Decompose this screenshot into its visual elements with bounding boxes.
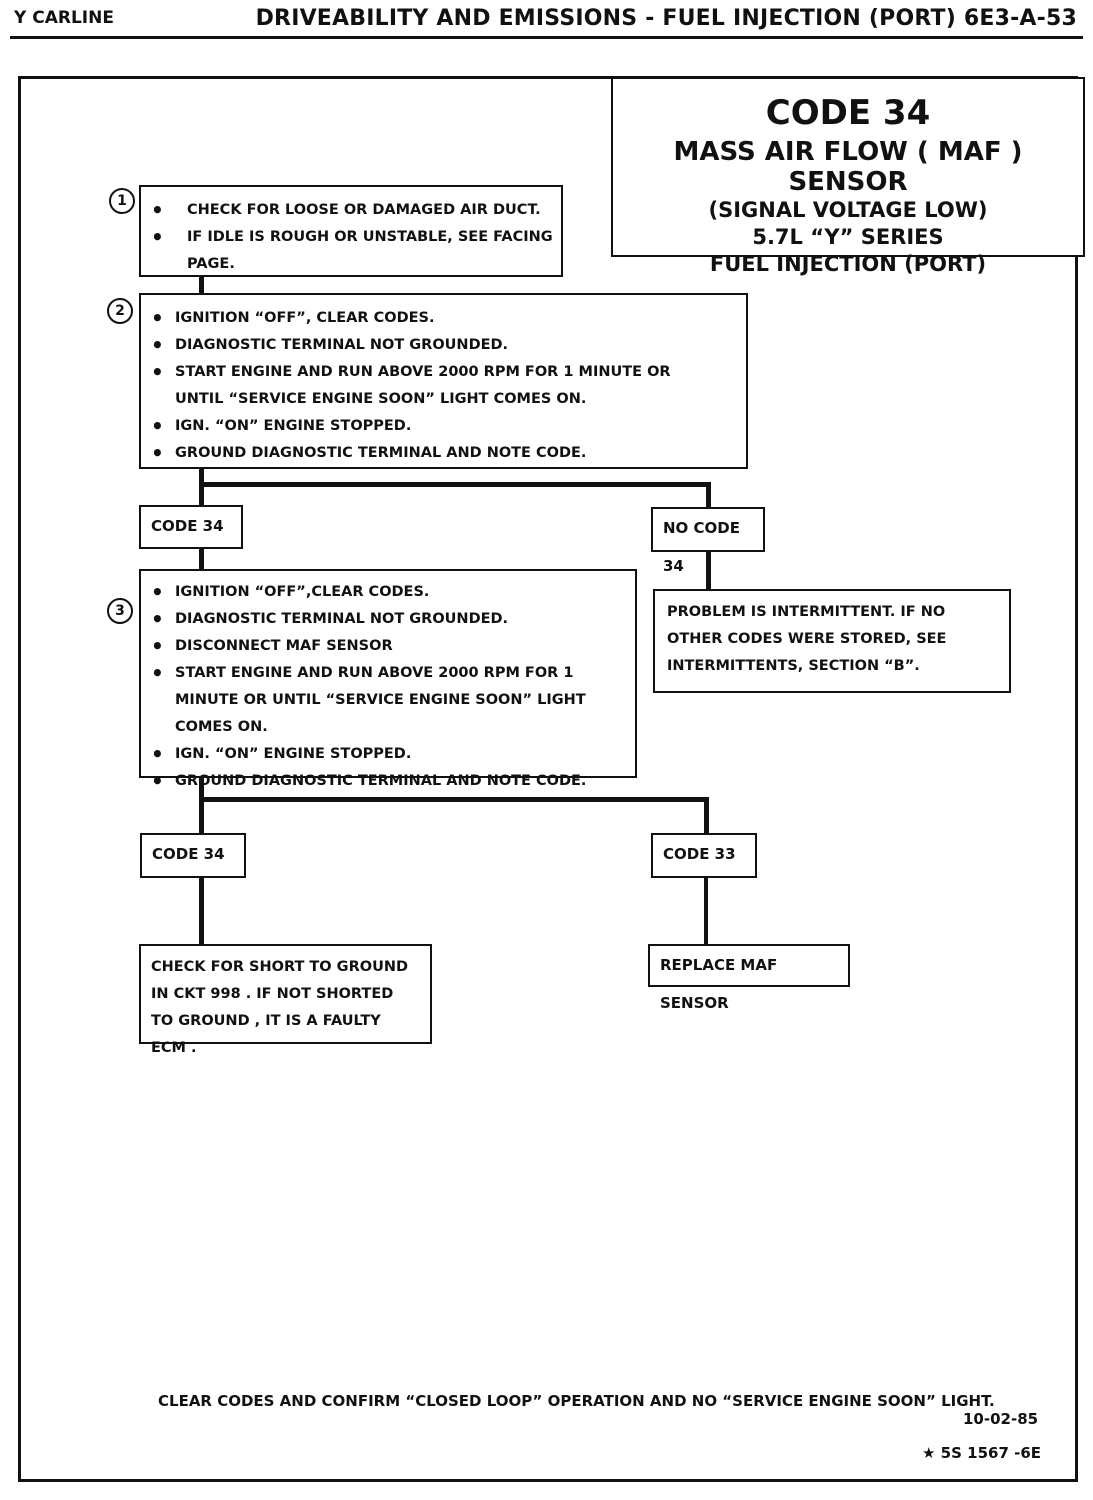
step-3-item: GROUND DIAGNOSTIC TERMINAL AND NOTE CODE… bbox=[141, 768, 635, 795]
branch1-code34-label: CODE 34 bbox=[139, 505, 243, 549]
step-1-marker: 1 bbox=[109, 188, 135, 214]
title-line2: (SIGNAL VOLTAGE LOW) bbox=[708, 198, 988, 222]
step-2-item: IGN. “ON” ENGINE STOPPED. bbox=[141, 413, 746, 440]
step-3-item: DISCONNECT MAF SENSOR bbox=[141, 633, 635, 660]
branch2-code33-label: CODE 33 bbox=[651, 833, 757, 878]
step-1-box: CHECK FOR LOOSE OR DAMAGED AIR DUCT. IF … bbox=[139, 185, 563, 277]
step-2-item: IGNITION “OFF”, CLEAR CODES. bbox=[141, 305, 746, 332]
connector-code34-step3 bbox=[199, 547, 204, 571]
branch2-replace-maf-result: REPLACE MAF SENSOR bbox=[648, 944, 850, 1012]
footer-document-number: ★ 5S 1567 -6E bbox=[922, 1444, 1042, 1462]
title-box: CODE 34 MASS AIR FLOW ( MAF ) SENSOR (SI… bbox=[611, 77, 1085, 276]
step-3-item: DIAGNOSTIC TERMINAL NOT GROUNDED. bbox=[141, 606, 635, 633]
page-frame bbox=[18, 76, 1078, 1482]
branch1-nocode34-label: NO CODE 34 bbox=[651, 507, 765, 575]
connector-1-2 bbox=[199, 276, 204, 296]
title-line4: FUEL INJECTION (PORT) bbox=[709, 252, 987, 276]
header-carline: Y CARLINE bbox=[14, 8, 114, 28]
title-line1: MASS AIR FLOW ( MAF ) SENSOR bbox=[673, 137, 1023, 197]
connector-code33-result bbox=[704, 876, 708, 946]
connector-branch2-right-down bbox=[704, 797, 709, 833]
branch2-short-to-ground-result: CHECK FOR SHORT TO GROUND IN CKT 998 . I… bbox=[139, 944, 432, 1056]
step-3-box: IGNITION “OFF”,CLEAR CODES. DIAGNOSTIC T… bbox=[139, 569, 637, 795]
header-rule bbox=[10, 36, 1083, 39]
step-2-item: START ENGINE AND RUN ABOVE 2000 RPM FOR … bbox=[141, 359, 746, 413]
branch1-intermittent-result: PROBLEM IS INTERMITTENT. IF NO OTHER COD… bbox=[653, 589, 1011, 693]
connector-branch1-right-down bbox=[706, 482, 711, 509]
footer-date: 10-02-85 bbox=[963, 1410, 1039, 1428]
connector-code34-result bbox=[199, 876, 204, 946]
step-2-item: DIAGNOSTIC TERMINAL NOT GROUNDED. bbox=[141, 332, 746, 359]
step-3-item: START ENGINE AND RUN ABOVE 2000 RPM FOR … bbox=[141, 660, 635, 741]
connector-step3-split bbox=[199, 776, 204, 836]
connector-branch2-horizontal bbox=[199, 797, 709, 802]
step-1-item: CHECK FOR LOOSE OR DAMAGED AIR DUCT. bbox=[141, 197, 561, 224]
step-2-marker: 2 bbox=[107, 298, 133, 324]
branch2-code34-label: CODE 34 bbox=[140, 833, 246, 878]
step-3-item: IGNITION “OFF”,CLEAR CODES. bbox=[141, 579, 635, 606]
step-2-item: GROUND DIAGNOSTIC TERMINAL AND NOTE CODE… bbox=[141, 440, 746, 467]
connector-nocode34-result bbox=[706, 550, 711, 591]
connector-branch1-horizontal bbox=[199, 482, 711, 487]
step-3-marker: 3 bbox=[107, 598, 133, 624]
title-line3: 5.7L “Y” SERIES bbox=[752, 225, 944, 249]
footer-note: CLEAR CODES AND CONFIRM “CLOSED LOOP” OP… bbox=[158, 1392, 995, 1410]
header-section-title: DRIVEABILITY AND EMISSIONS - FUEL INJECT… bbox=[255, 6, 1077, 31]
step-1-item: IF IDLE IS ROUGH OR UNSTABLE, SEE FACING… bbox=[141, 224, 561, 278]
step-2-box: IGNITION “OFF”, CLEAR CODES. DIAGNOSTIC … bbox=[139, 293, 748, 469]
step-3-item: IGN. “ON” ENGINE STOPPED. bbox=[141, 741, 635, 768]
title-code: CODE 34 bbox=[765, 93, 931, 133]
